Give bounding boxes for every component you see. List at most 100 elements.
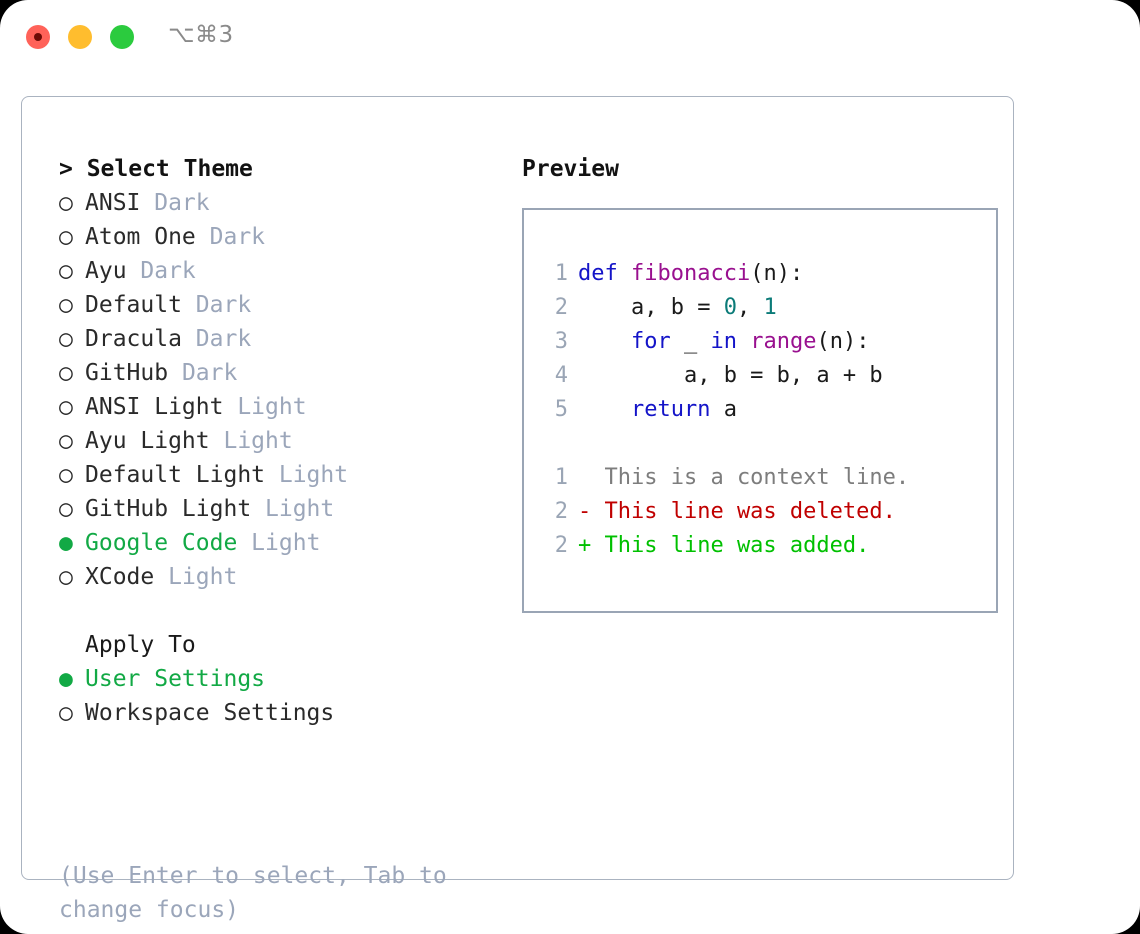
line-number: 4 — [554, 363, 568, 388]
code-line-3: 4 a, b = b, a + b — [542, 359, 990, 393]
diff-line-2: 2 + This line was added. — [542, 529, 990, 563]
theme-option-3[interactable]: ○ Default Dark — [59, 288, 489, 322]
theme-option-tag: Light — [223, 394, 307, 420]
code-line-0: 1 def fibonacci(n): — [542, 257, 990, 291]
theme-option-list: ○ANSI Dark○Atom One Dark○Ayu Dark○Defaul… — [59, 186, 489, 594]
theme-option-8[interactable]: ○Default Light Light — [59, 458, 489, 492]
code-token-fn: fibonacci — [630, 261, 751, 286]
code-token-plain — [737, 329, 750, 354]
theme-option-label: Atom One — [85, 224, 196, 250]
maximize-window-button[interactable] — [110, 25, 134, 49]
theme-option-label: Default Light — [85, 462, 266, 488]
traffic-light-buttons — [26, 25, 134, 49]
radio-unselected-icon: ○ — [59, 224, 73, 250]
radio-unselected-icon: ○ — [59, 700, 73, 726]
theme-option-label: ANSI — [85, 190, 141, 216]
minimize-window-button[interactable] — [68, 25, 92, 49]
theme-option-tag: Dark — [126, 258, 196, 284]
code-token-plain: a — [710, 397, 737, 422]
theme-option-tag: Light — [209, 428, 293, 454]
theme-selector-panel: > Select Theme ○ANSI Dark○Atom One Dark○… — [59, 152, 489, 730]
line-number: 5 — [554, 397, 568, 422]
keyboard-shortcut-label: ⌥⌘3 — [168, 22, 234, 48]
code-token-add: + This line was added. — [578, 533, 870, 558]
code-token-fn: range — [750, 329, 817, 354]
code-token-plain: (n): — [816, 329, 870, 354]
apply-option-1[interactable]: ○Workspace Settings — [59, 696, 489, 730]
radio-unselected-icon: ○ — [59, 428, 73, 454]
theme-option-0[interactable]: ○ANSI Dark — [59, 186, 489, 220]
code-token-kw: in — [710, 329, 737, 354]
code-token-plain: (n): — [750, 261, 804, 286]
theme-option-tag: Dark — [140, 190, 210, 216]
code-token-plain — [578, 397, 631, 422]
theme-option-9[interactable]: ○ GitHub Light Light — [59, 492, 489, 526]
radio-unselected-icon: ○ — [59, 394, 73, 420]
radio-selected-icon: ● — [59, 530, 73, 556]
theme-option-tag: Dark — [195, 224, 266, 250]
code-token-kw: def — [578, 261, 631, 286]
code-token-plain: _ — [670, 329, 711, 354]
theme-option-label: ANSI Light — [85, 394, 224, 420]
theme-option-label: Ayu Light — [85, 428, 210, 454]
theme-option-4[interactable]: ○ Dracula Dark — [59, 322, 489, 356]
theme-option-6[interactable]: ○ ANSI Light Light — [59, 390, 489, 424]
preview-title: Preview — [522, 156, 619, 182]
theme-option-tag: Light — [251, 496, 335, 522]
theme-option-1[interactable]: ○ Atom One Dark — [59, 220, 489, 254]
theme-option-label: Default — [85, 292, 182, 318]
theme-option-tag: Light — [154, 564, 238, 590]
apply-option-0[interactable]: ● User Settings — [59, 662, 489, 696]
line-number: 1 — [554, 465, 568, 490]
theme-option-tag: Dark — [181, 292, 252, 318]
theme-option-tag: Dark — [181, 326, 252, 352]
line-number: 2 — [554, 533, 568, 558]
code-token-num: 0 — [723, 295, 737, 320]
code-token-plain — [578, 329, 631, 354]
line-number: 1 — [554, 261, 568, 286]
theme-option-10[interactable]: ● Google Code Light — [59, 526, 489, 560]
theme-option-5[interactable]: ○GitHub Dark — [59, 356, 489, 390]
line-number: 3 — [554, 329, 568, 354]
theme-option-label: Google Code — [85, 530, 238, 556]
code-line-1: 2 a, b = 0, 1 — [542, 291, 990, 325]
radio-unselected-icon: ○ — [59, 462, 73, 488]
code-token-plain: a, b = b, a + b — [578, 363, 883, 388]
code-line-4: 5 return a — [542, 393, 990, 427]
code-token-plain: , — [736, 295, 764, 320]
code-token-kw: return — [630, 397, 711, 422]
radio-selected-icon: ● — [59, 666, 73, 692]
theme-option-11[interactable]: ○XCode Light — [59, 560, 489, 594]
radio-unselected-icon: ○ — [59, 258, 73, 284]
radio-unselected-icon: ○ — [59, 360, 73, 386]
radio-unselected-icon: ○ — [59, 292, 73, 318]
theme-option-2[interactable]: ○ Ayu Dark — [59, 254, 489, 288]
theme-option-7[interactable]: ○ Ayu Light Light — [59, 424, 489, 458]
code-token-kw: for — [630, 329, 671, 354]
select-theme-header: > Select Theme — [59, 156, 253, 182]
theme-option-label: Dracula — [85, 326, 182, 352]
theme-option-tag: Dark — [168, 360, 238, 386]
code-line-2: 3 for _ in range(n): — [542, 325, 990, 359]
apply-option-label: User Settings — [85, 666, 266, 692]
code-token-del: - This line was deleted. — [578, 499, 896, 524]
window-titlebar: ⌥⌘3 — [0, 0, 1140, 78]
radio-unselected-icon: ○ — [59, 564, 73, 590]
code-token-plain: a, b = — [578, 295, 724, 320]
apply-to-option-list: ● User Settings ○Workspace Settings — [59, 662, 489, 730]
theme-option-tag: Light — [237, 530, 321, 556]
diff-line-0: 1 This is a context line. — [542, 461, 990, 495]
radio-unselected-icon: ○ — [59, 326, 73, 352]
section-spacer — [59, 594, 489, 628]
theme-option-label: Ayu — [85, 258, 127, 284]
theme-option-label: GitHub Light — [85, 496, 252, 522]
code-blank-separator — [542, 427, 990, 461]
radio-unselected-icon: ○ — [59, 496, 73, 522]
close-window-button[interactable] — [26, 25, 50, 49]
line-number: 2 — [554, 499, 568, 524]
apply-to-header: Apply To — [85, 632, 196, 658]
